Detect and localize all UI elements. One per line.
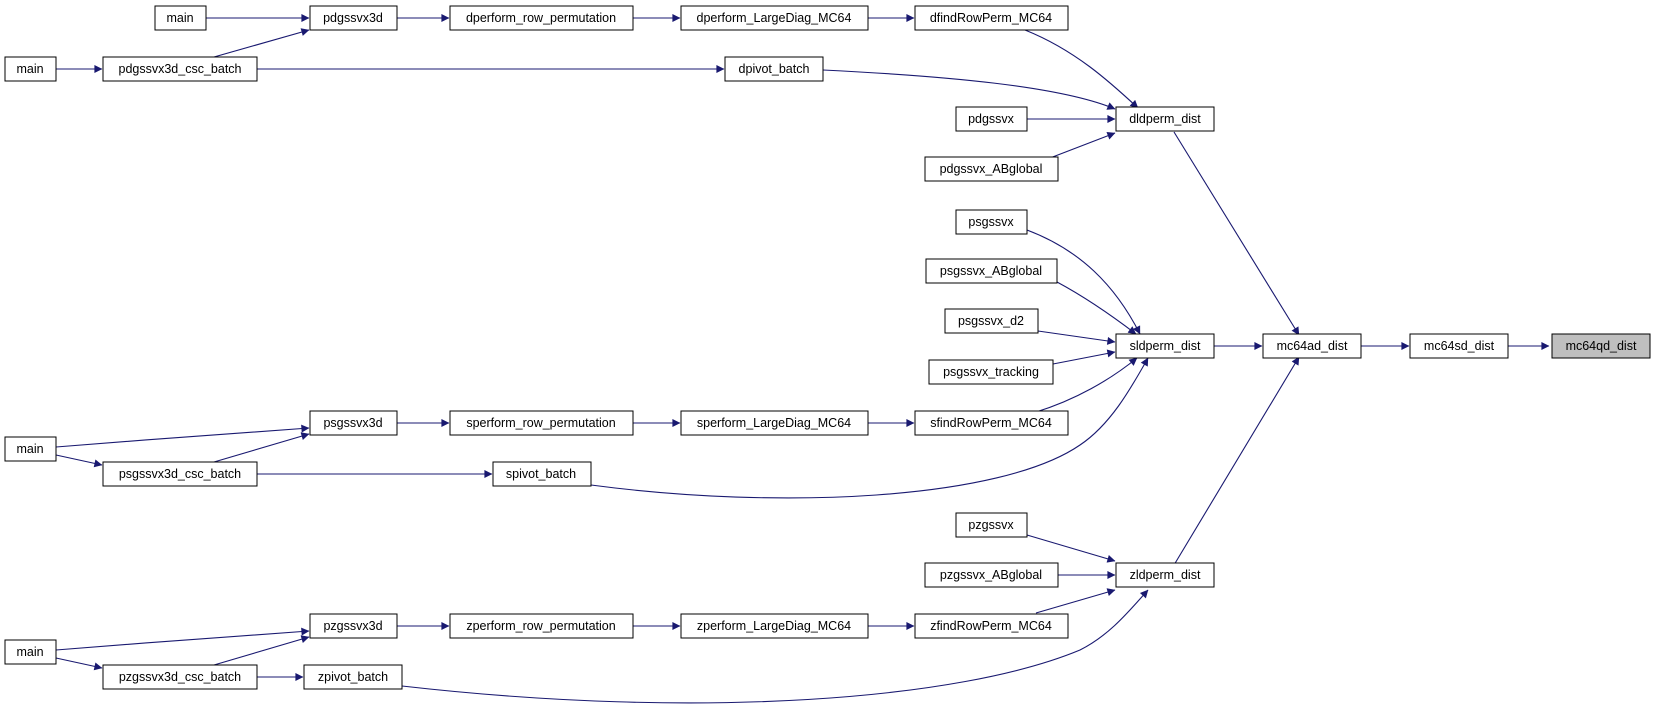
svg-text:spivot_batch: spivot_batch — [506, 467, 576, 481]
node-zpivot-batch[interactable]: zpivot_batch — [303, 664, 403, 690]
node-zperform-LargeDiag-MC64[interactable]: zperform_LargeDiag_MC64 — [680, 613, 869, 639]
svg-text:pdgssvx: pdgssvx — [968, 112, 1015, 126]
nodes: mc64qd_dist mc64sd_dist mc64ad_dist dldp… — [4, 5, 1651, 690]
node-psgssvx-ABglobal[interactable]: psgssvx_ABglobal — [925, 258, 1058, 284]
svg-text:pdgssvx3d_csc_batch: pdgssvx3d_csc_batch — [119, 62, 242, 76]
node-dfindRowPerm-MC64[interactable]: dfindRowPerm_MC64 — [914, 5, 1069, 31]
svg-text:zldperm_dist: zldperm_dist — [1130, 568, 1201, 582]
node-mc64sd-dist[interactable]: mc64sd_dist — [1409, 333, 1509, 359]
edge-psgssvxABglobal-to-sldperm — [1056, 281, 1137, 335]
node-pzgssvx-ABglobal[interactable]: pzgssvx_ABglobal — [924, 562, 1059, 588]
svg-text:pzgssvx: pzgssvx — [968, 518, 1014, 532]
svg-text:zperform_row_permutation: zperform_row_permutation — [466, 619, 615, 633]
node-sperform-row-permutation[interactable]: sperform_row_permutation — [449, 410, 634, 436]
node-pzgssvx3d-csc-batch[interactable]: pzgssvx3d_csc_batch — [102, 664, 258, 690]
svg-text:mc64qd_dist: mc64qd_dist — [1566, 339, 1637, 353]
edge-zfindRowPerm-to-zldperm — [1035, 588, 1116, 614]
node-psgssvx3d-csc-batch[interactable]: psgssvx3d_csc_batch — [102, 461, 258, 487]
node-mc64ad-dist[interactable]: mc64ad_dist — [1262, 333, 1362, 359]
edges — [55, 14, 1550, 704]
node-dperform-row-permutation[interactable]: dperform_row_permutation — [449, 5, 634, 31]
edge-psgssvxd2-to-sldperm — [1037, 330, 1116, 345]
node-main-d1[interactable]: main — [154, 5, 207, 31]
svg-text:psgssvx_ABglobal: psgssvx_ABglobal — [940, 264, 1042, 278]
svg-text:sldperm_dist: sldperm_dist — [1130, 339, 1201, 353]
svg-text:dfindRowPerm_MC64: dfindRowPerm_MC64 — [930, 11, 1052, 25]
node-dldperm-dist[interactable]: dldperm_dist — [1115, 106, 1215, 132]
svg-text:main: main — [16, 62, 43, 76]
node-spivot-batch[interactable]: spivot_batch — [492, 461, 592, 487]
edge-pzgssvx-to-zldperm — [1026, 534, 1116, 563]
node-mc64qd-dist[interactable]: mc64qd_dist — [1551, 333, 1651, 359]
svg-text:zpivot_batch: zpivot_batch — [318, 670, 388, 684]
node-psgssvx[interactable]: psgssvx — [955, 209, 1028, 235]
node-zldperm-dist[interactable]: zldperm_dist — [1115, 562, 1215, 588]
edge-mainS-to-psgssvx3d — [55, 424, 310, 448]
edge-dfindRowPerm-to-dldperm — [1024, 29, 1139, 109]
node-main-z[interactable]: main — [4, 639, 57, 665]
edge-pdgssvxABglobal-to-dldperm — [1049, 131, 1116, 159]
svg-text:psgssvx3d_csc_batch: psgssvx3d_csc_batch — [119, 467, 241, 481]
node-pzgssvx[interactable]: pzgssvx — [955, 512, 1028, 538]
edge-mainZ-to-pzcsc — [55, 657, 103, 671]
svg-text:pdgssvx3d: pdgssvx3d — [323, 11, 383, 25]
node-pdgssvx3d-csc-batch[interactable]: pdgssvx3d_csc_batch — [102, 56, 258, 82]
svg-text:sperform_LargeDiag_MC64: sperform_LargeDiag_MC64 — [697, 416, 851, 430]
edge-pzcsc-to-pzgssvx3d — [213, 635, 310, 666]
edge-mainZ-to-pzgssvx3d — [55, 627, 310, 651]
node-main-s[interactable]: main — [4, 436, 57, 462]
svg-text:sperform_row_permutation: sperform_row_permutation — [466, 416, 615, 430]
node-dpivot-batch[interactable]: dpivot_batch — [724, 56, 824, 82]
node-zfindRowPerm-MC64[interactable]: zfindRowPerm_MC64 — [914, 613, 1069, 639]
edge-zldperm-to-mc64ad — [1173, 356, 1300, 566]
edge-pscsc-to-psgssvx3d — [213, 432, 310, 463]
svg-text:pzgssvx3d_csc_batch: pzgssvx3d_csc_batch — [119, 670, 241, 684]
node-psgssvx-tracking[interactable]: psgssvx_tracking — [928, 359, 1054, 385]
svg-text:mc64ad_dist: mc64ad_dist — [1277, 339, 1348, 353]
edge-psgssvx-to-sldperm — [1026, 229, 1141, 335]
node-sldperm-dist[interactable]: sldperm_dist — [1115, 333, 1215, 359]
node-dperform-LargeDiag-MC64[interactable]: dperform_LargeDiag_MC64 — [680, 5, 869, 31]
node-zperform-row-permutation[interactable]: zperform_row_permutation — [449, 613, 634, 639]
node-sfindRowPerm-MC64[interactable]: sfindRowPerm_MC64 — [914, 410, 1069, 436]
edge-pdcsc-to-pdgssvx3d — [213, 28, 310, 58]
node-pdgssvx-ABglobal[interactable]: pdgssvx_ABglobal — [924, 156, 1059, 182]
node-psgssvx-d2[interactable]: psgssvx_d2 — [944, 308, 1039, 334]
svg-text:sfindRowPerm_MC64: sfindRowPerm_MC64 — [930, 416, 1052, 430]
svg-text:dldperm_dist: dldperm_dist — [1129, 112, 1201, 126]
svg-text:dperform_row_permutation: dperform_row_permutation — [466, 11, 616, 25]
svg-text:main: main — [166, 11, 193, 25]
svg-text:zfindRowPerm_MC64: zfindRowPerm_MC64 — [930, 619, 1052, 633]
edge-psgssvxtracking-to-sldperm — [1052, 349, 1116, 365]
svg-text:psgssvx3d: psgssvx3d — [323, 416, 382, 430]
svg-text:dperform_LargeDiag_MC64: dperform_LargeDiag_MC64 — [697, 11, 852, 25]
edge-sfindRowPerm-to-sldperm — [1035, 357, 1138, 413]
node-pdgssvx3d[interactable]: pdgssvx3d — [309, 5, 398, 31]
svg-text:dpivot_batch: dpivot_batch — [739, 62, 810, 76]
svg-text:psgssvx_d2: psgssvx_d2 — [958, 314, 1024, 328]
svg-text:psgssvx_tracking: psgssvx_tracking — [943, 365, 1039, 379]
svg-text:zperform_LargeDiag_MC64: zperform_LargeDiag_MC64 — [697, 619, 851, 633]
svg-text:mc64sd_dist: mc64sd_dist — [1424, 339, 1495, 353]
svg-text:main: main — [16, 442, 43, 456]
node-main-d2[interactable]: main — [4, 56, 57, 82]
edge-dpivot-to-dldperm — [822, 69, 1116, 110]
node-psgssvx3d[interactable]: psgssvx3d — [309, 410, 398, 436]
edge-spivot-to-sldperm — [590, 357, 1149, 499]
svg-text:main: main — [16, 645, 43, 659]
svg-text:pdgssvx_ABglobal: pdgssvx_ABglobal — [940, 162, 1043, 176]
svg-text:psgssvx: psgssvx — [968, 215, 1014, 229]
node-sperform-LargeDiag-MC64[interactable]: sperform_LargeDiag_MC64 — [680, 410, 869, 436]
edge-zpivot-to-zldperm — [401, 589, 1149, 704]
svg-text:pzgssvx_ABglobal: pzgssvx_ABglobal — [940, 568, 1042, 582]
svg-text:pzgssvx3d: pzgssvx3d — [323, 619, 382, 633]
node-pdgssvx[interactable]: pdgssvx — [955, 106, 1028, 132]
node-pzgssvx3d[interactable]: pzgssvx3d — [309, 613, 398, 639]
edge-dldperm-to-mc64ad — [1173, 131, 1300, 336]
edge-mainS-to-pscsc — [55, 454, 103, 468]
